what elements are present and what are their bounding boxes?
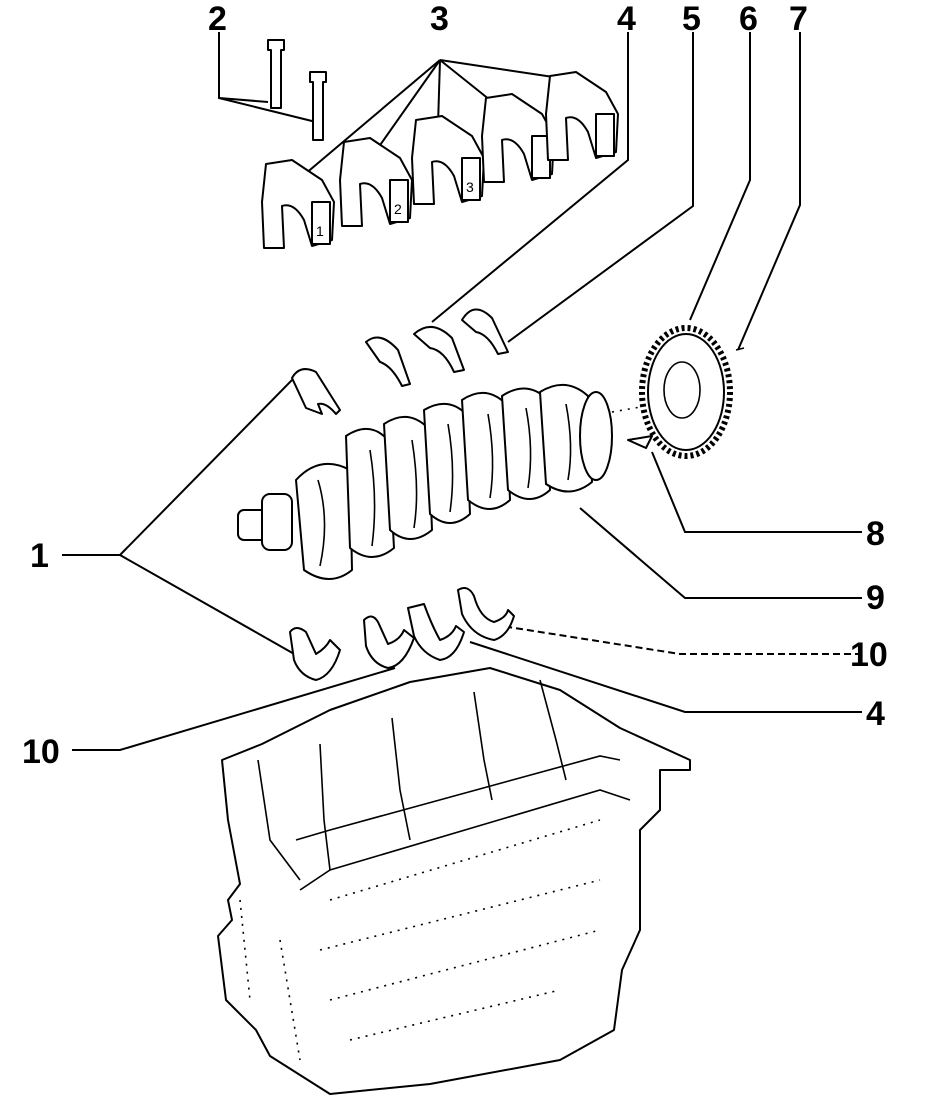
leader-4-top xyxy=(431,32,629,323)
callout-7: 7 xyxy=(789,0,808,38)
bearing-shell-lower-2 xyxy=(363,615,415,669)
callout-4-bottom: 4 xyxy=(866,695,885,733)
main-bearing-caps: 1 2 3 xyxy=(261,71,619,249)
callout-9: 9 xyxy=(866,579,885,617)
bearing-shell-upper-1 xyxy=(291,368,341,415)
bearing-shell-lower-3 xyxy=(407,603,465,661)
bearing-shell-lower-1 xyxy=(289,627,341,681)
dowel-pin xyxy=(627,435,653,449)
bearing-cap-5 xyxy=(545,71,619,161)
thrust-washer-upper xyxy=(461,308,509,355)
leader-7 xyxy=(737,32,801,351)
bearing-cap-3: 3 xyxy=(411,115,485,205)
bearing-shell-upper-3 xyxy=(413,326,465,373)
leader-9 xyxy=(579,507,862,599)
leader-6 xyxy=(689,32,751,321)
callout-5: 5 xyxy=(682,0,701,38)
callout-6: 6 xyxy=(739,0,758,38)
callout-labels: 2 3 4 5 6 7 8 9 10 4 1 10 xyxy=(22,0,888,771)
leader-3 xyxy=(297,59,561,181)
svg-text:1: 1 xyxy=(316,223,324,239)
callout-3: 3 xyxy=(430,0,449,38)
flywheel-ring xyxy=(639,325,745,459)
leader-5 xyxy=(507,32,694,343)
leader-10-left xyxy=(72,667,396,751)
callout-4-top: 4 xyxy=(617,0,636,38)
leader-2b xyxy=(218,97,317,123)
svg-text:3: 3 xyxy=(466,179,474,195)
upper-bearing-shells xyxy=(291,308,509,415)
leader-4-bottom xyxy=(469,641,862,713)
callout-1: 1 xyxy=(30,537,49,575)
callout-2: 2 xyxy=(208,0,227,38)
leader-lines xyxy=(62,32,862,751)
leader-2 xyxy=(218,32,269,103)
bolts xyxy=(267,39,327,141)
callout-10-right: 10 xyxy=(850,636,888,674)
crankshaft xyxy=(237,384,653,580)
bearing-cap-2: 2 xyxy=(339,137,413,227)
cylinder-block xyxy=(217,667,691,1095)
lower-bearing-shells xyxy=(289,587,515,681)
bearing-cap-4 xyxy=(481,93,555,183)
svg-text:2: 2 xyxy=(394,201,402,217)
leader-10-right xyxy=(501,625,862,655)
bearing-shell-upper-2 xyxy=(365,336,411,387)
leader-8 xyxy=(651,451,862,533)
thrust-washer-lower xyxy=(457,587,515,641)
bearing-cap-1: 1 xyxy=(261,159,335,249)
callout-10-left: 10 xyxy=(22,733,60,771)
callout-8: 8 xyxy=(866,515,885,553)
